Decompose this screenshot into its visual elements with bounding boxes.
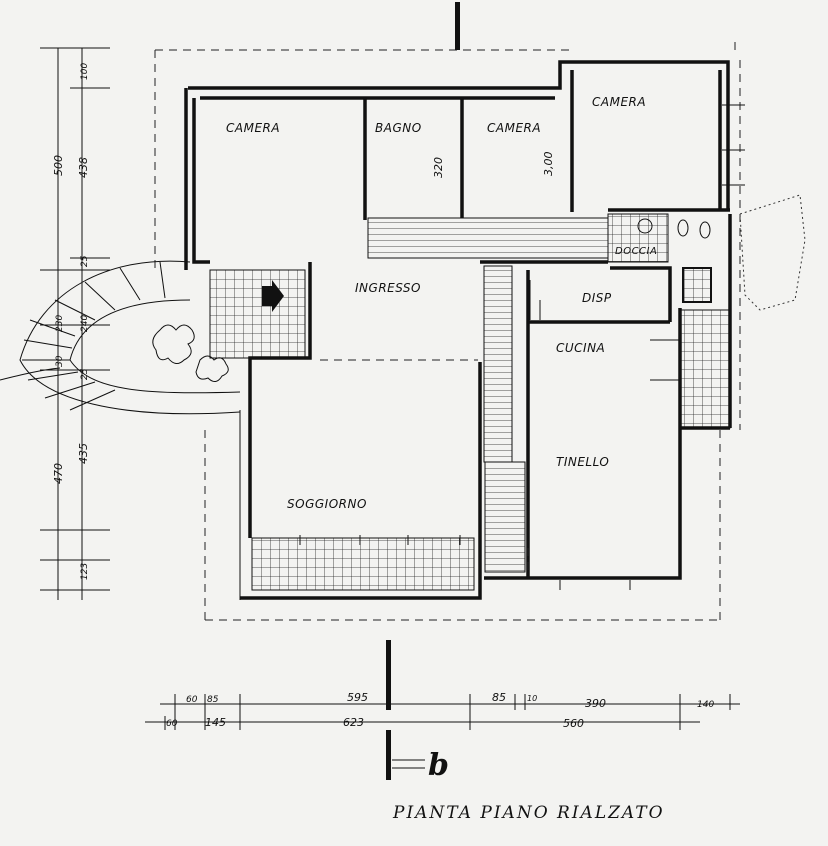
dim-left-outer-1: 500 (52, 155, 65, 176)
corridor-floor (367, 217, 609, 259)
dim-bottom-2-d: 560 (563, 717, 584, 730)
dim-left-inner-8: 435 (77, 443, 90, 464)
dashed-construction-lines (154, 40, 741, 621)
dim-bagno-height: 320 (432, 157, 445, 178)
exterior-walls (184, 60, 732, 600)
dim-bottom-1-e: 10 (527, 694, 537, 703)
bottom-dimension-lines (145, 694, 740, 730)
left-dimension-lines (40, 47, 110, 600)
entrance-tiles (209, 269, 306, 359)
dim-left-outer-2: 470 (52, 463, 65, 484)
interior-details (239, 280, 680, 600)
side-terrace-tiles (679, 309, 731, 429)
room-doccia: DOCCIA (615, 246, 657, 257)
dim-bottom-1-b: 85 (207, 695, 219, 705)
room-camera-2: CAMERA (487, 121, 541, 135)
room-disp: DISP (582, 291, 612, 305)
dim-left-inner-5: 240 (80, 315, 90, 332)
room-ingresso: INGRESSO (355, 281, 421, 295)
dim-camera2-height: 3,00 (542, 152, 555, 177)
dim-bottom-2-c: 623 (343, 716, 364, 729)
bathroom-fixtures (637, 218, 712, 303)
stair-up (483, 265, 513, 463)
dim-left-inner-1: 100 (80, 63, 90, 80)
dim-left-inner-4: 230 (55, 315, 65, 332)
garden-shrubs (152, 324, 229, 382)
dim-bottom-2-b: 145 (205, 716, 226, 729)
section-mark: b (428, 748, 449, 783)
dim-left-inner-2: 438 (77, 157, 90, 178)
section-line-bottom-2 (386, 730, 391, 780)
section-line-top (455, 2, 460, 50)
room-soggiorno: SOGGIORNO (287, 497, 367, 511)
room-cucina: CUCINA (556, 341, 605, 355)
dim-bottom-1-d: 85 (492, 691, 506, 704)
room-bagno: BAGNO (375, 121, 422, 135)
dim-left-inner-3: 25 (80, 255, 90, 267)
dim-bottom-1-a: 60 (186, 695, 198, 705)
dim-left-inner-7: 25 (80, 368, 90, 380)
doccia-tiles (607, 213, 669, 263)
room-camera-1: CAMERA (226, 121, 280, 135)
dim-bottom-1-c: 595 (347, 691, 368, 704)
dim-left-inner-9: 123 (80, 563, 90, 580)
dim-left-inner-6: 30 (55, 355, 65, 367)
stair-down (484, 461, 526, 573)
plan-title: PIANTA PIANO RIALZATO (392, 803, 665, 823)
room-tinello: TINELLO (556, 455, 609, 469)
dim-bottom-1-g: 140 (697, 700, 714, 710)
dim-bottom-1-f: 390 (585, 697, 606, 710)
curved-staircase (0, 260, 241, 415)
terrain-texture (739, 194, 806, 311)
section-line-bottom (386, 640, 391, 710)
entrance-arrow-icon (262, 280, 284, 312)
room-camera-3: CAMERA (592, 95, 646, 109)
dim-bottom-2-a: 60 (166, 719, 178, 729)
terrace-tiles (251, 537, 475, 591)
